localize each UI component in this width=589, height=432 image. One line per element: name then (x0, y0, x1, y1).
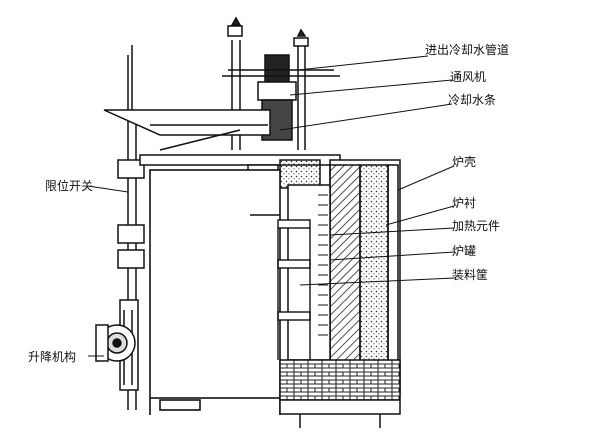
label-charging-basket: 装料筐 (452, 268, 489, 282)
label-furnace-shell: 炉壳 (452, 155, 477, 169)
retort (277, 184, 331, 361)
fan-assembly (222, 16, 340, 150)
heating-elements (318, 194, 328, 336)
label-lift-mechanism: 升降机构 (28, 350, 77, 364)
left-frame (149, 169, 281, 415)
label-cooling-strip: 冷却水条 (448, 93, 497, 107)
label-limit-switch: 限位开关 (45, 179, 94, 193)
label-in-out-cooling-pipe: 进出冷却水管道 (425, 43, 510, 57)
label-heating-element: 加热元件 (452, 219, 501, 233)
brick-base (279, 359, 401, 428)
lift-gear (95, 324, 136, 362)
leader-lines (87, 55, 455, 357)
label-fan: 通风机 (450, 70, 487, 84)
label-retort: 炉罐 (452, 244, 477, 258)
basket (277, 219, 311, 360)
label-furnace-lining: 炉衬 (452, 196, 477, 210)
